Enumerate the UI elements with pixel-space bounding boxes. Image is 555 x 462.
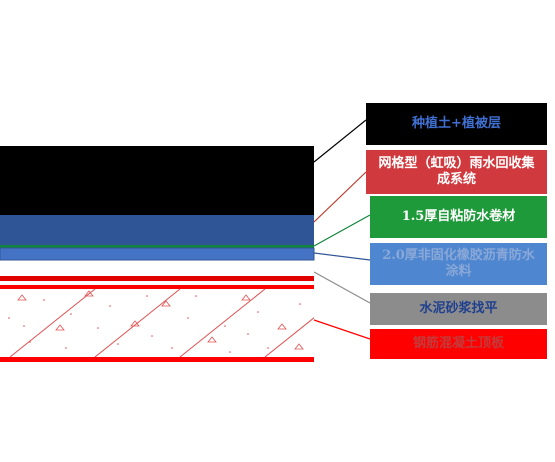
label-membrane: 1.5厚自粘防水卷材 bbox=[370, 196, 547, 238]
label-slab: 钢筋混凝土顶板 bbox=[370, 329, 547, 359]
layer-membrane bbox=[0, 245, 314, 248]
label-soil: 种植土+植被层 bbox=[366, 103, 547, 145]
label-coating: 2.0厚非固化橡胶沥青防水涂料 bbox=[370, 243, 547, 285]
layer-slab bbox=[0, 285, 314, 362]
label-coating-text: 2.0厚非固化橡胶沥青防水涂料 bbox=[382, 248, 535, 279]
leader-drainage bbox=[313, 171, 367, 223]
label-drainage-text: 网格型（虹吸）雨水回收集成系统 bbox=[378, 156, 535, 187]
leader-coating bbox=[313, 252, 371, 261]
layer-screed bbox=[0, 276, 314, 281]
label-membrane-text: 1.5厚自粘防水卷材 bbox=[401, 209, 516, 224]
layer-coating bbox=[0, 247, 315, 261]
layer-drainage bbox=[0, 215, 314, 245]
leader-soil bbox=[313, 119, 367, 163]
leader-slab bbox=[313, 319, 371, 340]
label-drainage: 网格型（虹吸）雨水回收集成系统 bbox=[366, 150, 547, 194]
leader-membrane bbox=[313, 214, 371, 247]
label-slab-text: 钢筋混凝土顶板 bbox=[412, 336, 504, 351]
label-screed-text: 水泥砂浆找平 bbox=[419, 301, 498, 316]
layer-soil bbox=[0, 146, 314, 215]
leader-screed bbox=[313, 271, 371, 304]
label-screed: 水泥砂浆找平 bbox=[370, 293, 547, 325]
concrete-aggregate bbox=[17, 290, 304, 350]
label-soil-text: 种植土+植被层 bbox=[412, 116, 501, 131]
